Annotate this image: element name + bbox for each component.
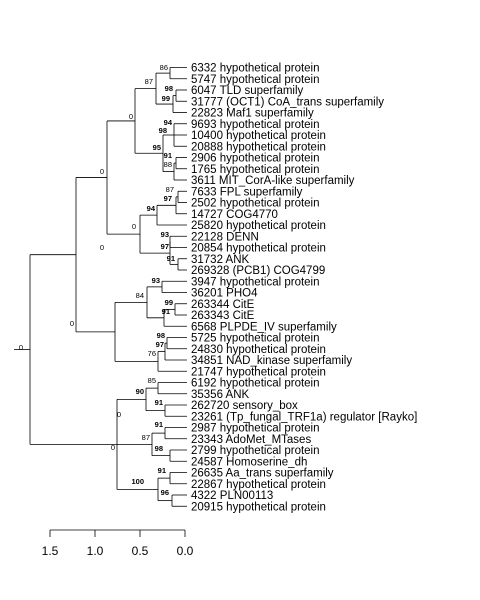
- support-value: 91: [155, 420, 163, 429]
- scale-tick-label: 1.5: [42, 544, 59, 558]
- support-value: 0: [100, 243, 104, 252]
- leaf-label: 21747 hypothetical protein: [191, 366, 326, 378]
- leaf-label: 2502 hypothetical protein: [191, 198, 320, 210]
- support-value: 91: [164, 151, 172, 160]
- scale-tick-label: 1.0: [87, 544, 104, 558]
- leaf-label: 20888 hypothetical protein: [191, 141, 326, 153]
- leaf-label: 4322 PLN00113: [191, 490, 273, 502]
- support-value: 97: [161, 242, 169, 251]
- leaf-label: 26635 Aa_trans superfamily: [191, 468, 334, 480]
- leaf-label: 36201 PHO4: [191, 288, 258, 300]
- support-value: 94: [164, 118, 173, 127]
- scale-tick-label: 0.0: [177, 544, 194, 558]
- leaf-label: 262720 sensory_box: [191, 400, 298, 412]
- leaf-label: 5747 hypothetical protein: [191, 74, 320, 86]
- support-value: 0: [129, 112, 133, 121]
- tree-branches: [14, 67, 187, 507]
- support-value: 0: [19, 343, 23, 352]
- leaf-label: 31777 (OCT1) CoA_trans superfamily: [191, 96, 384, 108]
- support-value: 91: [162, 307, 170, 316]
- support-value: 91: [158, 466, 166, 475]
- support-value: 85: [148, 376, 156, 385]
- scale-tick-label: 0.5: [132, 544, 149, 558]
- leaf-label: 6192 hypothetical protein: [191, 378, 320, 390]
- support-value: 98: [159, 126, 167, 135]
- leaf-label: 23261 (Tp_fungal_TRF1a) regulator [Rayko…: [191, 411, 417, 423]
- leaf-label: 7633 FPL superfamily: [191, 186, 303, 198]
- leaf-label: 9693 hypothetical protein: [191, 119, 320, 131]
- leaf-label: 10400 hypothetical protein: [191, 130, 326, 142]
- leaf-label: 263344 CitE: [191, 299, 255, 311]
- leaf-label: 24587 Homoserine_dh: [191, 456, 307, 468]
- support-value: 93: [161, 230, 169, 239]
- leaf-label: 6332 hypothetical protein: [191, 63, 320, 75]
- support-value: 0: [117, 410, 121, 419]
- leaf-label: 14727 COG4770: [191, 209, 278, 221]
- leaf-label: 263343 CitE: [191, 310, 255, 322]
- leaf-label: 20915 hypothetical protein: [191, 501, 326, 513]
- support-value: 95: [153, 143, 161, 152]
- support-value: 87: [145, 77, 153, 86]
- leaf-label: 23343 AdoMet_MTases: [191, 434, 311, 446]
- leaf-label: 35356 ANK: [191, 389, 250, 401]
- support-value: 98: [157, 331, 165, 340]
- scale-axis: 1.5 1.0 0.5 0.0: [42, 529, 194, 558]
- support-value: 0: [111, 443, 115, 452]
- support-value: 97: [164, 194, 172, 203]
- leaf-label: 6047 TLD superfamily: [191, 85, 304, 97]
- support-value: 0: [100, 167, 104, 176]
- support-value: 90: [136, 387, 144, 396]
- support-value: 94: [147, 204, 156, 213]
- support-value: 99: [162, 94, 170, 103]
- leaf-label: 5725 hypothetical protein: [191, 333, 320, 345]
- support-value: 76: [148, 349, 156, 358]
- leaf-label: 22128 DENN: [191, 231, 259, 243]
- support-values: 8687989994989591880087979409397910939991…: [19, 63, 175, 497]
- support-value: 87: [142, 433, 150, 442]
- leaf-label: 3611 MIT_CorA-like superfamily: [191, 175, 355, 187]
- support-value: 98: [165, 84, 173, 93]
- support-value: 93: [152, 276, 160, 285]
- support-value: 88: [164, 160, 172, 169]
- leaf-label: 2987 hypothetical protein: [191, 423, 320, 435]
- leaf-label: 34851 NAD_kinase superfamily: [191, 355, 352, 367]
- leaf-label: 20854 hypothetical protein: [191, 243, 326, 255]
- leaf-label: 22867 hypothetical protein: [191, 479, 326, 491]
- leaf-label: 25820 hypothetical protein: [191, 220, 326, 232]
- support-value: 91: [155, 398, 163, 407]
- support-value: 98: [155, 444, 163, 453]
- support-value: 100: [131, 477, 144, 486]
- support-value: 99: [165, 298, 173, 307]
- support-value: 96: [161, 488, 169, 497]
- support-value: 84: [136, 291, 144, 300]
- leaf-label: 6568 PLPDE_IV superfamily: [191, 321, 337, 333]
- support-value: 86: [160, 63, 168, 72]
- support-value: 97: [156, 340, 164, 349]
- support-value: 0: [70, 319, 74, 328]
- leaf-label: 269328 (PCB1) COG4799: [191, 265, 325, 277]
- support-value: 87: [166, 185, 174, 194]
- support-value: 0: [132, 222, 136, 231]
- leaf-label: 3947 hypothetical protein: [191, 276, 320, 288]
- leaf-label: 24830 hypothetical protein: [191, 344, 326, 356]
- support-value: 91: [167, 254, 175, 263]
- leaf-label: 1765 hypothetical protein: [191, 164, 320, 176]
- leaf-label: 2906 hypothetical protein: [191, 153, 320, 165]
- leaf-label: 22823 Maf1 superfamily: [191, 108, 314, 120]
- leaf-label: 31732 ANK: [191, 254, 250, 266]
- leaf-label: 2799 hypothetical protein: [191, 445, 320, 457]
